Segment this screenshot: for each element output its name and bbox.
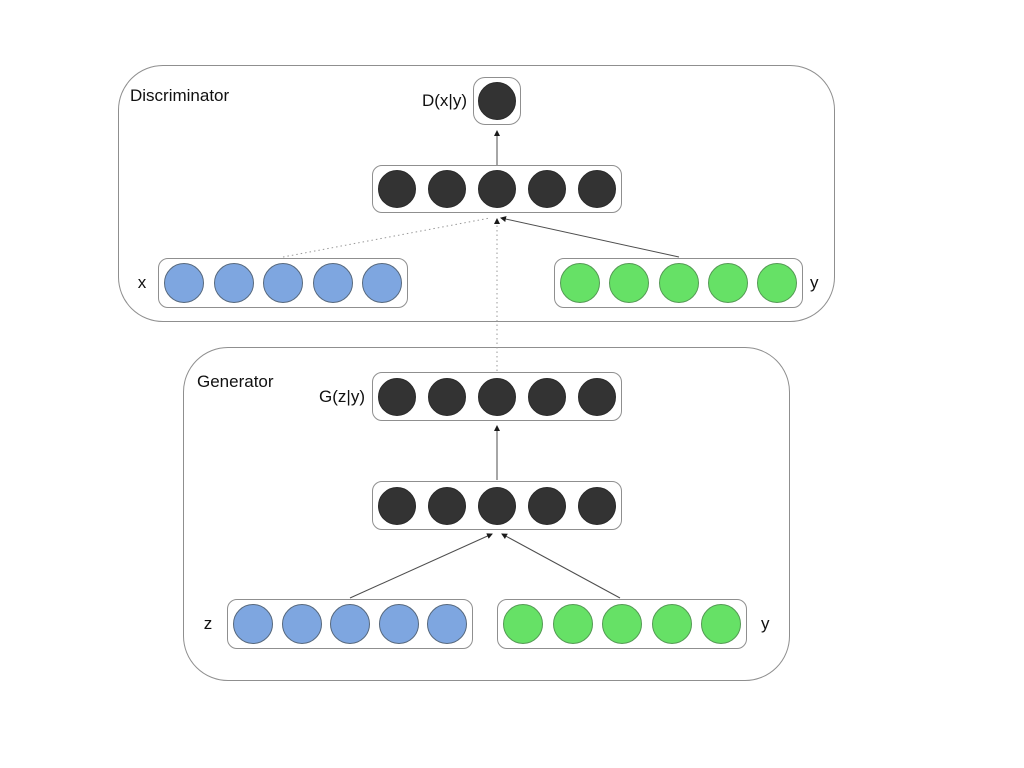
generator-container [183, 347, 790, 681]
discriminator-input-x-node [362, 263, 402, 303]
discriminator-input-y-box [554, 258, 803, 308]
discriminator-input-x-node [213, 263, 254, 303]
input-x-label: x [137, 273, 147, 292]
generator-label: Generator [197, 372, 274, 391]
generator-hidden-box [372, 481, 622, 530]
generator-input-z-node [281, 604, 322, 644]
generator-output-node [428, 377, 466, 416]
discriminator-hidden-node [528, 170, 566, 208]
discriminator-hidden-node [428, 170, 466, 208]
discriminator-output-box [473, 77, 521, 125]
generator-input-y-node [552, 604, 593, 644]
discriminator-hidden-box [372, 165, 622, 213]
generator-input-z-node [378, 604, 419, 644]
generator-output-node [378, 377, 416, 416]
discriminator-input-x-node [164, 263, 204, 303]
discriminator-input-x-node [312, 263, 353, 303]
discriminator-label: Discriminator [130, 86, 230, 105]
generator-output-node [478, 377, 516, 416]
discriminator-input-x-box [158, 258, 408, 308]
discriminator-hidden-node [478, 170, 516, 208]
generator-hidden-node [528, 486, 566, 525]
generator-output-node [528, 377, 566, 416]
discriminator-hidden-node [378, 170, 416, 208]
generator-output-box [372, 372, 622, 421]
discriminator-input-y-node [707, 263, 748, 303]
generator-input-y-label: y [761, 614, 770, 633]
generator-hidden-node [578, 486, 616, 525]
input-z-label: z [203, 614, 213, 633]
generator-input-z-box [227, 599, 473, 649]
generator-input-y-node [651, 604, 692, 644]
discriminator-input-y-node [609, 263, 650, 303]
generator-input-y-box [497, 599, 747, 649]
generator-output-label: G(z|y) [319, 387, 365, 406]
discriminator-input-y-node [757, 263, 797, 303]
discriminator-input-x-node [263, 263, 303, 303]
discriminator-input-y-node [560, 263, 600, 303]
generator-input-z-node [427, 604, 467, 644]
discriminator-input-y-label: y [810, 273, 819, 292]
generator-hidden-node [478, 486, 516, 525]
discriminator-input-y-node [658, 263, 699, 303]
discriminator-output-label: D(x|y) [421, 91, 467, 110]
generator-input-y-node [701, 604, 741, 644]
generator-input-z-node [330, 604, 370, 644]
generator-hidden-node [428, 486, 466, 525]
discriminator-output-node [478, 82, 516, 120]
discriminator-hidden-node [578, 170, 616, 208]
generator-input-z-node [233, 604, 273, 644]
generator-output-node [578, 377, 616, 416]
discriminator-container [118, 65, 835, 322]
generator-input-y-node [503, 604, 543, 644]
generator-hidden-node [378, 486, 416, 525]
generator-input-y-node [602, 604, 642, 644]
